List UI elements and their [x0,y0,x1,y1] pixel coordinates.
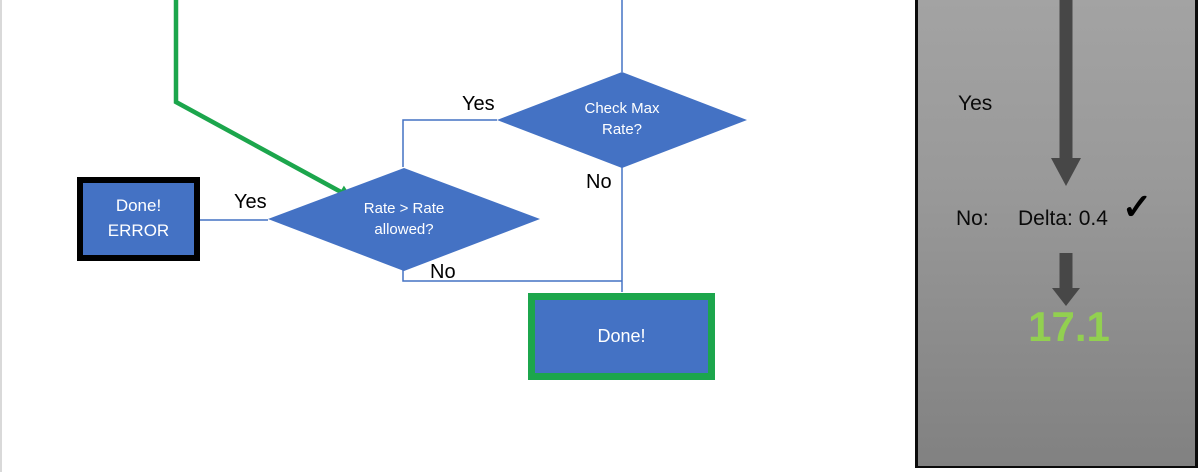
done-box: Done! [528,293,715,380]
branch-label-yes-check-max: Yes [462,93,495,115]
done-error-box: Done! ERROR [77,177,200,261]
branch-label-no-check-max: No [586,171,612,193]
panel-no-label: No: [956,207,989,230]
down-arrow-icon [1051,0,1081,186]
side-panel: Yes No: Delta: 0.4 ✓ 17.1 [915,0,1198,468]
branch-label-no-rate-allowed: No [430,261,456,283]
green-flow-line [173,0,343,194]
panel-delta-value: Delta: 0.4 [1018,207,1108,230]
diamond-check-max-rate-label: Check Max Rate? [584,100,660,138]
connector-no-merge-to-done-box [402,270,622,282]
down-arrow-icon [1052,253,1080,306]
slide-left-edge [0,0,2,472]
result-value: 17.1 [1028,303,1110,350]
connector-yes-to-rate-allowed [402,119,497,167]
flowchart-graphic [173,0,747,292]
diamond-check-max-rate [497,72,747,168]
diamond-rate-allowed [268,168,540,271]
checkmark-icon: ✓ [1122,186,1153,227]
done-box-label: Done! [597,326,646,346]
panel-yes-label: Yes [958,92,993,115]
diamond-rate-allowed-label: Rate > Rate allowed? [363,200,445,238]
done-error-box-label: Done! ERROR [107,196,170,240]
branch-label-yes-rate-allowed: Yes [234,191,267,213]
